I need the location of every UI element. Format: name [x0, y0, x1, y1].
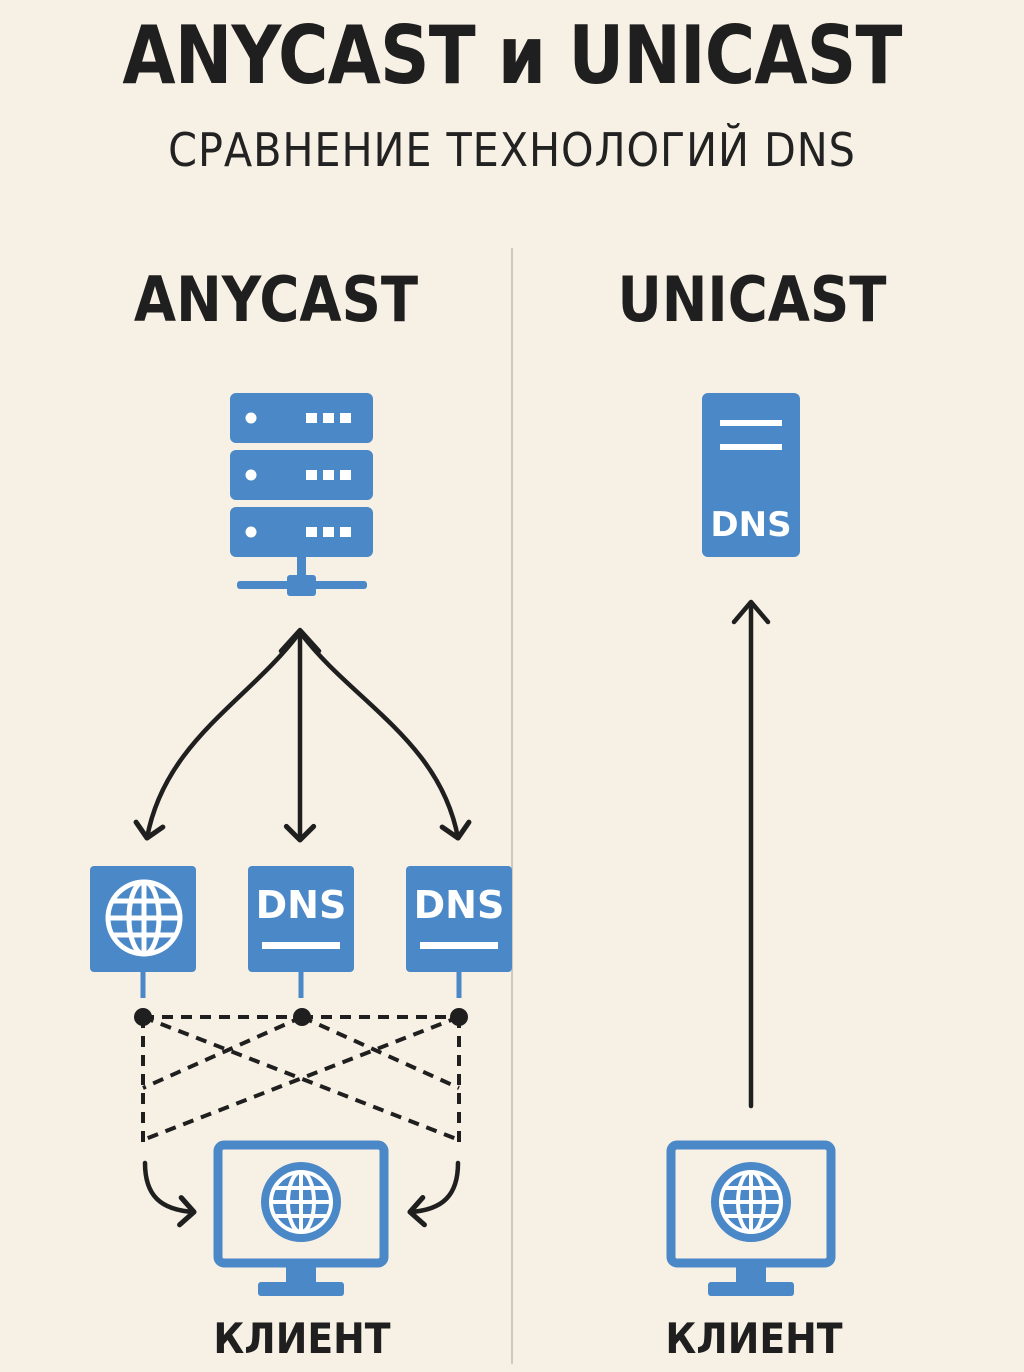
globe-icon [719, 1170, 783, 1234]
dns-label: DNS [414, 883, 505, 927]
dashed-routing-lines [141, 1015, 461, 1150]
unicast-client-label: КЛИЕНТ [665, 1314, 843, 1363]
branch-arrow-left [133, 629, 303, 841]
anycast-branch-arrows [133, 627, 472, 843]
dns-label: DNS [256, 883, 347, 927]
server-stack-icon [230, 393, 373, 596]
unicast-dns-server-icon: DNS [702, 393, 800, 557]
column-divider [511, 248, 513, 1364]
unicast-heading: UNICAST [617, 263, 887, 336]
globe-icon [269, 1170, 333, 1234]
unicast-arrow [731, 599, 771, 1109]
junction-dots [134, 1008, 468, 1026]
unicast-client-monitor-icon [666, 1140, 836, 1296]
globe-icon [105, 879, 183, 957]
node-stems [140, 972, 462, 998]
subtitle: СРАВНЕНИЕ ТЕХНОЛОГИЙ DNS [168, 123, 856, 177]
anycast-node-dns-1: DNS [248, 866, 354, 972]
anycast-client-monitor-icon [213, 1140, 389, 1296]
anycast-client-label: КЛИЕНТ [213, 1314, 391, 1363]
client-arrows [142, 1160, 461, 1228]
dns-label: DNS [710, 505, 791, 545]
anycast-node-dns-2: DNS [406, 866, 512, 972]
anycast-node-globe [90, 866, 196, 972]
main-title: ANYCAST и UNICAST [122, 9, 902, 102]
branch-arrow-right [297, 629, 472, 841]
anycast-heading: ANYCAST [133, 263, 419, 336]
